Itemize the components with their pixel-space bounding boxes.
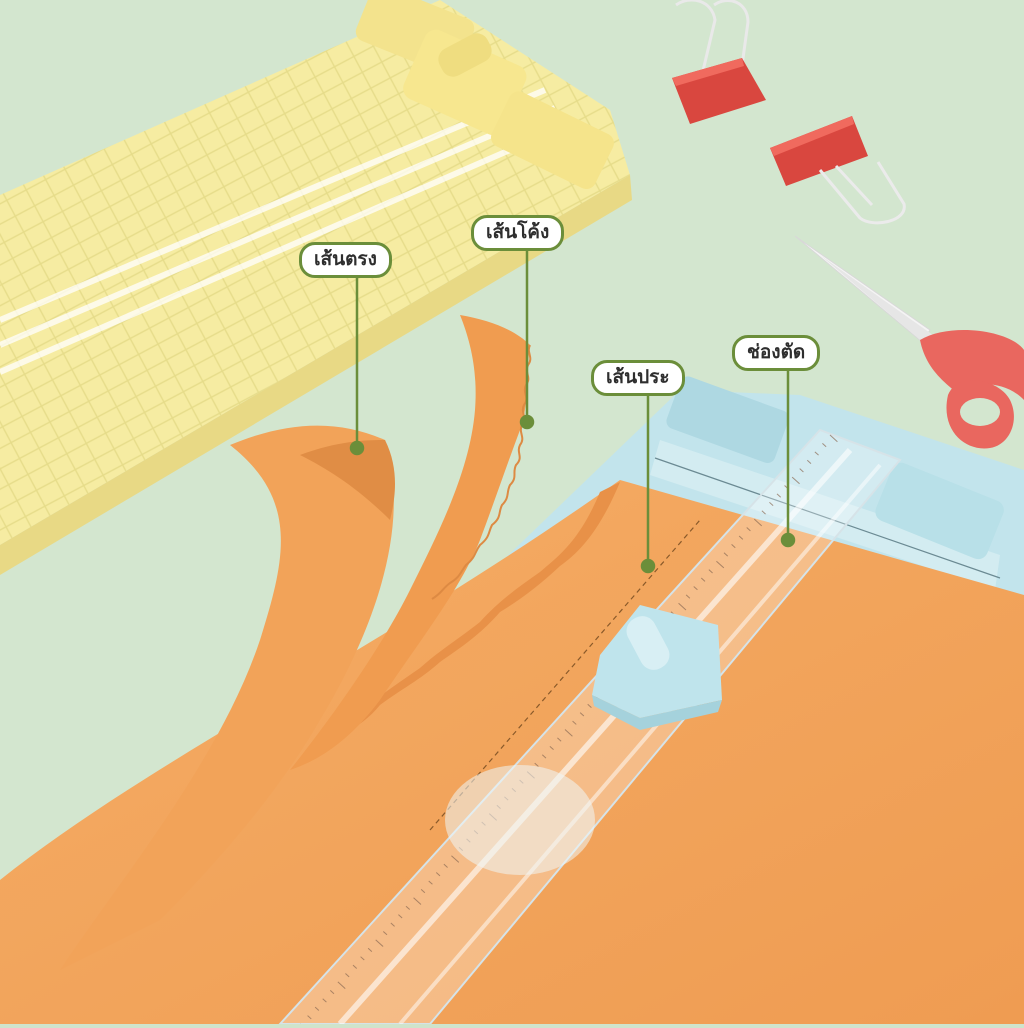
callout-curved-line: เส้นโค้ง [471, 215, 565, 251]
callout-dotted-line: เส้นประ [591, 360, 685, 396]
binder-clip-icon [770, 116, 906, 225]
curled-paper-strip-straight [60, 425, 395, 970]
orange-paper-sheet [0, 480, 1024, 1024]
clear-ruler-arm [277, 428, 902, 1028]
curled-paper-strip-curve [290, 315, 532, 770]
blurred-slider-head [445, 765, 595, 875]
binder-clip-icon [672, 0, 766, 124]
cutter-slider-head-icon [592, 605, 722, 730]
scissors-icon [794, 235, 1024, 449]
callout-leader-lines [349, 250, 796, 574]
callout-cut-slot: ช่องตัด [732, 335, 821, 371]
callout-straight-line: เส้นตรง [299, 242, 392, 278]
